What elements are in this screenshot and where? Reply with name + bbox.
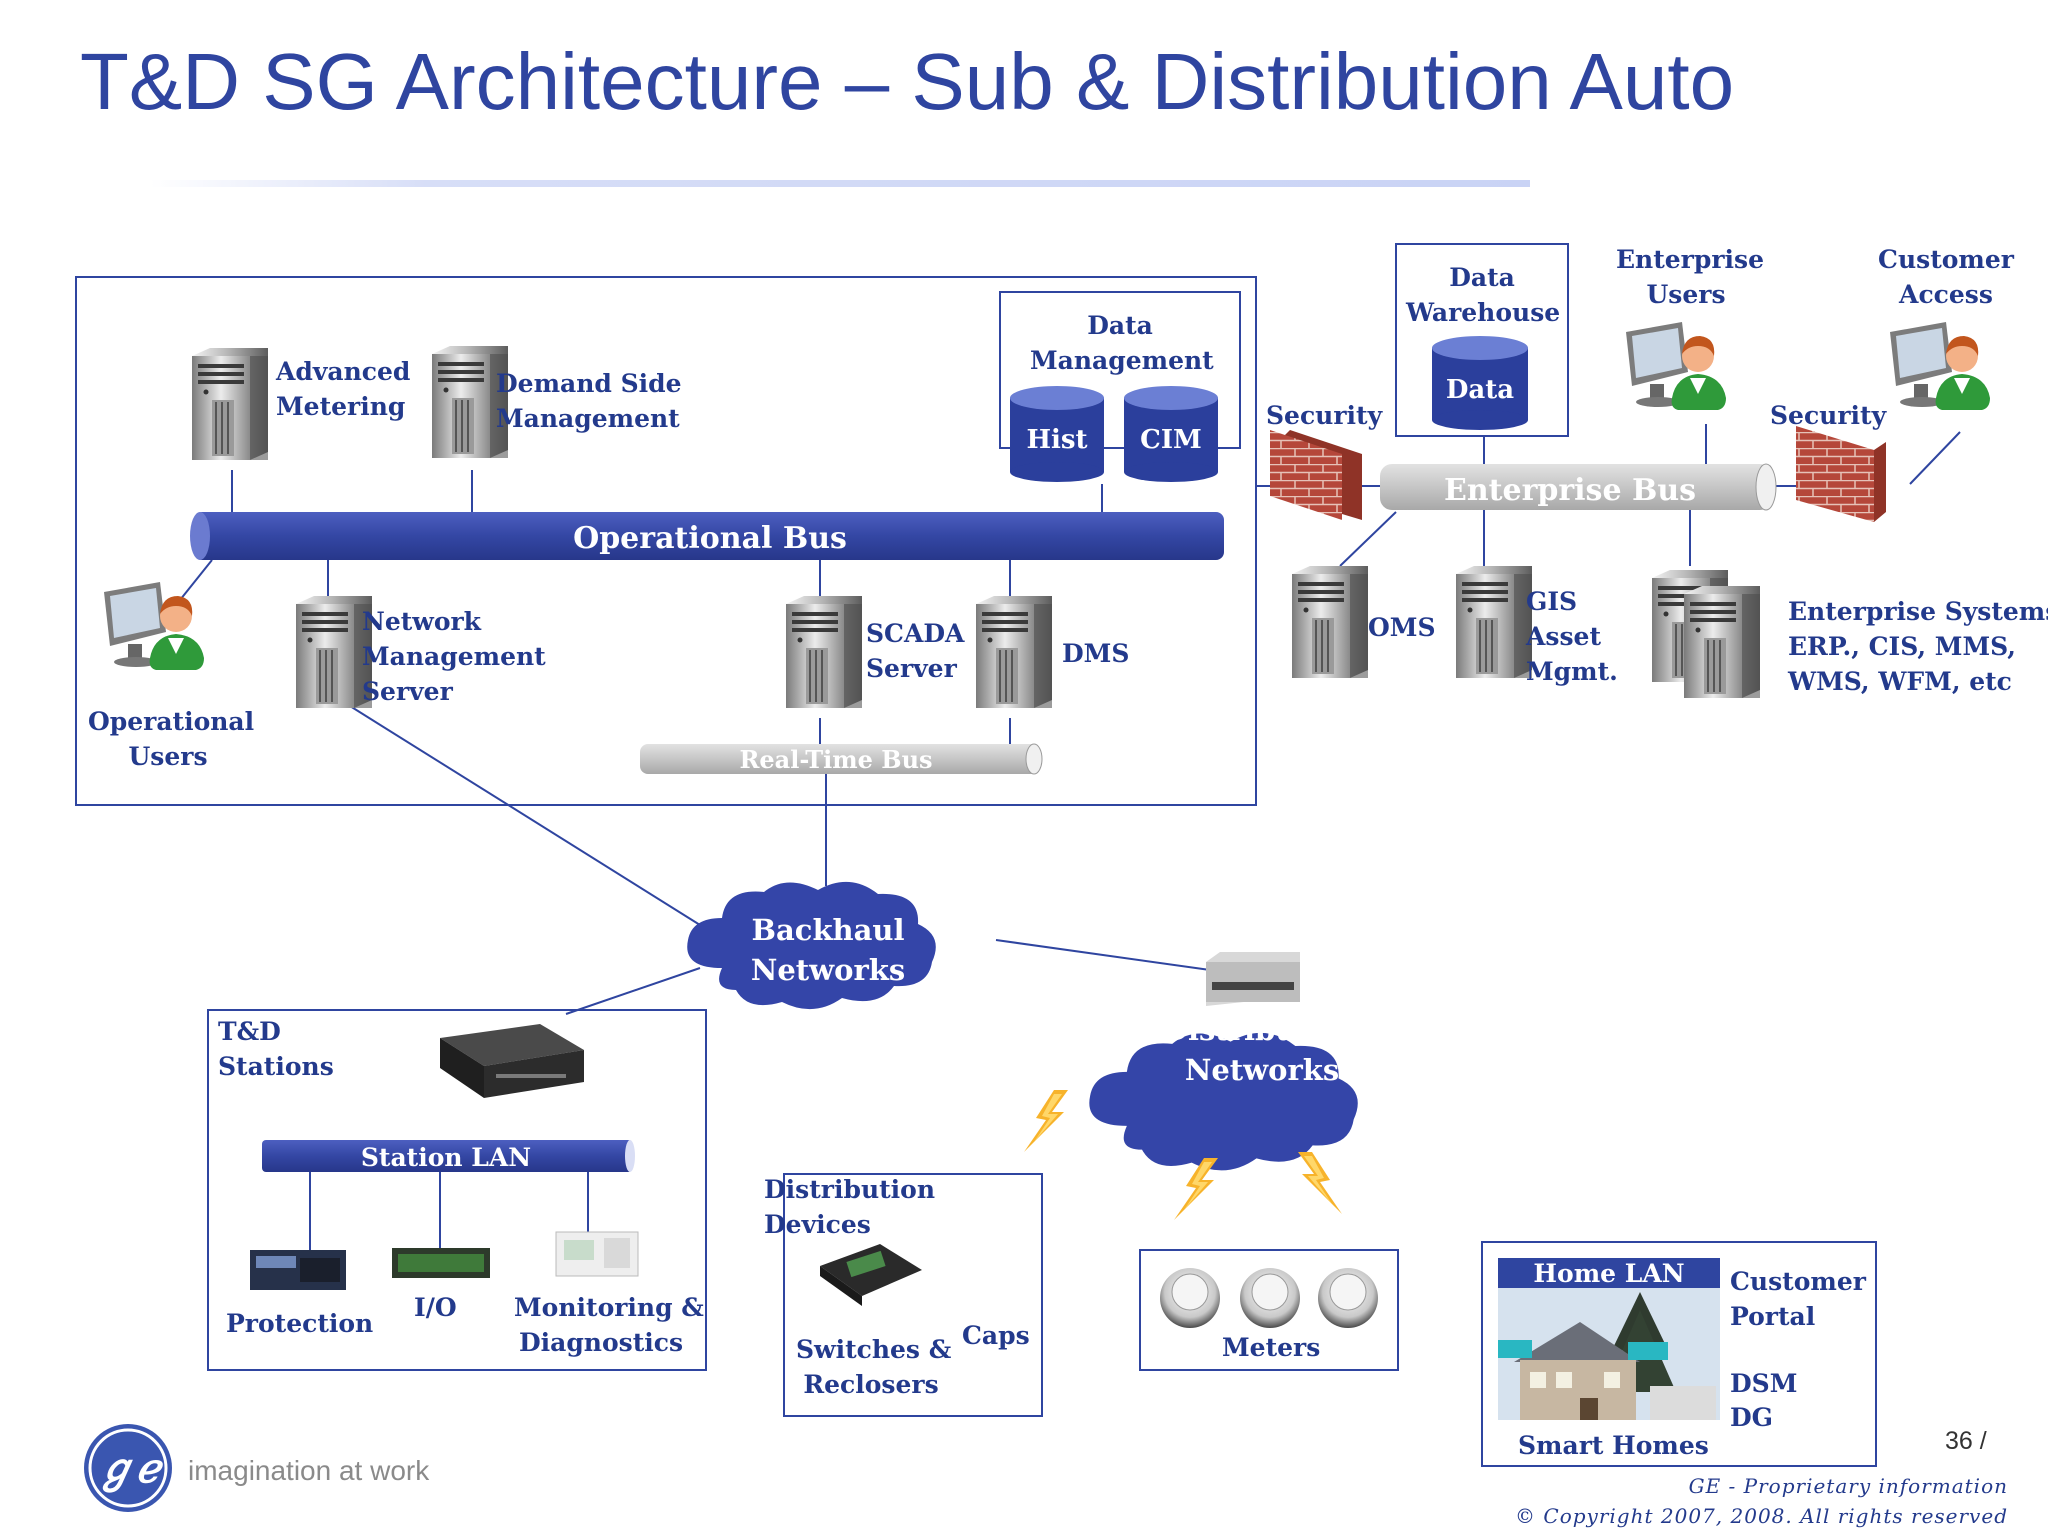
meter-icon-1 [1160, 1268, 1220, 1328]
scada-server [785, 595, 863, 709]
firewall-left-icon [1270, 430, 1362, 520]
hist-label: Hist [1026, 425, 1087, 455]
dms-label: DMS [1062, 639, 1130, 668]
enterprise-bus: Enterprise Bus [1380, 463, 1777, 511]
security-right-label: Security [1770, 401, 1887, 430]
smart-homes-label: Smart Homes [1518, 1431, 1709, 1460]
cim-database [1124, 386, 1218, 482]
page-number: 36 / [1945, 1427, 1987, 1455]
ge-logo: ℊℯ [84, 1424, 172, 1512]
io-label: I/O [414, 1293, 457, 1322]
home-lan-label: Home LAN [1533, 1259, 1684, 1288]
customer-user-icon [1890, 322, 1990, 410]
distribution-networks-label-1: Distribution [1163, 1013, 1361, 1047]
station-lan-bus: Station LAN [262, 1140, 635, 1172]
td-stations-box [207, 1009, 707, 1371]
station-lan-label: Station LAN [361, 1143, 531, 1172]
operations-box [75, 276, 1257, 806]
dms-server [975, 595, 1053, 709]
caps-label: Caps [962, 1321, 1030, 1350]
firewall-right-icon [1796, 426, 1886, 522]
oms-server [1291, 565, 1369, 679]
protection-label: Protection [226, 1309, 374, 1338]
advanced-metering-server [191, 347, 269, 461]
tagline: imagination at work [188, 1455, 430, 1486]
station-rack-icon [440, 1024, 584, 1098]
meter-icon-2 [1240, 1268, 1300, 1328]
data-warehouse-box [1395, 243, 1569, 437]
meter-icon-3 [1318, 1268, 1378, 1328]
lightning-icon-1 [1024, 1090, 1068, 1152]
backhaul-label-1: Backhaul [751, 913, 904, 947]
realtime-bus-label: Real-Time Bus [739, 745, 932, 774]
slide-title: T&D SG Architecture – Sub & Distribution… [80, 37, 1735, 126]
switch-recloser-device-icon [820, 1244, 922, 1306]
network-management-server [295, 595, 373, 709]
proprietary-notice: GE - Proprietary information [1688, 1474, 2008, 1498]
hist-database [1010, 386, 1104, 482]
dg-label: DG [1730, 1403, 1774, 1432]
data-label: Data [1446, 375, 1514, 405]
smart-home-picture [1498, 1288, 1720, 1430]
operational-user-icon [104, 582, 204, 670]
enterprise-user-icon [1626, 322, 1726, 410]
dsm-label: DSM [1730, 1369, 1798, 1398]
security-left-label: Security [1266, 401, 1383, 430]
cim-label: CIM [1140, 425, 1202, 455]
meters-box [1139, 1249, 1399, 1371]
protection-device-icon [250, 1250, 346, 1290]
distribution-networks-label-2: Networks [1185, 1053, 1339, 1087]
monitoring-device-icon [555, 1231, 639, 1277]
meters-label: Meters [1222, 1333, 1321, 1362]
realtime-bus: Real-Time Bus [640, 743, 1043, 775]
data-warehouse-database [1432, 336, 1528, 430]
enterprise-systems-server-front [1683, 585, 1761, 699]
smart-homes-box [1481, 1241, 1877, 1467]
monitoring-diagnostics-label: Monitoring &Diagnostics [514, 1293, 704, 1357]
gis-server [1455, 565, 1533, 679]
oms-label: OMS [1368, 613, 1436, 642]
home-lan-bus: Home LAN [1498, 1258, 1720, 1288]
backhaul-label-2: Networks [751, 953, 905, 987]
enterprise-bus-label: Enterprise Bus [1444, 473, 1696, 508]
io-device-icon [392, 1248, 490, 1278]
distribution-devices-box [783, 1173, 1043, 1417]
operational-bus-label: Operational Bus [573, 521, 847, 556]
svg-text:ℊℯ: ℊℯ [96, 1445, 164, 1493]
modem-icon [1206, 952, 1300, 1006]
lightning-icon-3 [1298, 1152, 1342, 1214]
data-management-box [999, 291, 1241, 449]
title-underline [150, 180, 1530, 187]
operational-bus: Operational Bus [190, 512, 1224, 560]
copyright-notice: © Copyright 2007, 2008. All rights reser… [1515, 1504, 2008, 1528]
switches-reclosers-label: Switches &Reclosers [796, 1335, 952, 1399]
